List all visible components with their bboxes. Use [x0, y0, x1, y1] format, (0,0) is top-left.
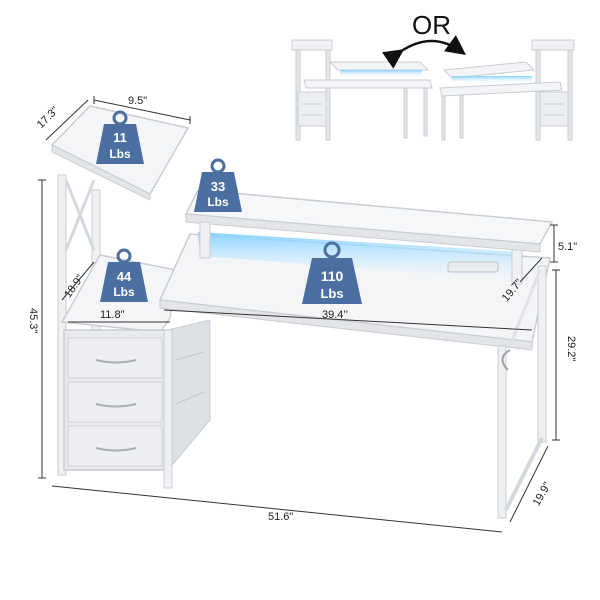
side-width-label: 11.8"	[100, 309, 125, 321]
monitor-weight-unit: Lbs	[207, 195, 229, 209]
desk-weight-unit: Lbs	[320, 286, 343, 301]
dimension-lines	[38, 96, 560, 533]
shelf-width-label: 9.5"	[128, 95, 147, 107]
variant-left-thumbnail	[291, 39, 433, 141]
total-depth-label: 19.9"	[531, 480, 554, 508]
riser-height-label: 5.1"	[558, 241, 577, 253]
desk-height-label: 29.2"	[565, 336, 577, 361]
shelf-weight-value: 11	[113, 130, 127, 145]
desk-width-label: 39.4’’	[322, 309, 348, 321]
shelf-depth-label: 17.3"	[35, 104, 61, 130]
weight-badge-monitor: 33 Lbs	[194, 158, 242, 212]
desk-weight-value: 110	[321, 268, 344, 284]
headphone-hook-icon	[501, 349, 511, 371]
weight-badge-side: 44 Lbs	[100, 248, 148, 302]
or-label: OR	[412, 10, 451, 40]
weight-badge-desk: 110 Lbs	[302, 241, 362, 304]
total-height-label: 45.3"	[27, 308, 39, 333]
shelf-weight-unit: Lbs	[109, 147, 131, 161]
weight-badge-shelf: 11 Lbs	[96, 110, 144, 164]
swap-arrow-icon	[381, 35, 467, 69]
total-width-label: 51.6"	[268, 511, 293, 523]
main-desk	[50, 105, 554, 519]
monitor-weight-value: 33	[211, 179, 225, 194]
side-weight-value: 44	[117, 269, 132, 284]
side-weight-unit: Lbs	[113, 285, 135, 299]
variant-right-thumbnail	[439, 39, 575, 141]
